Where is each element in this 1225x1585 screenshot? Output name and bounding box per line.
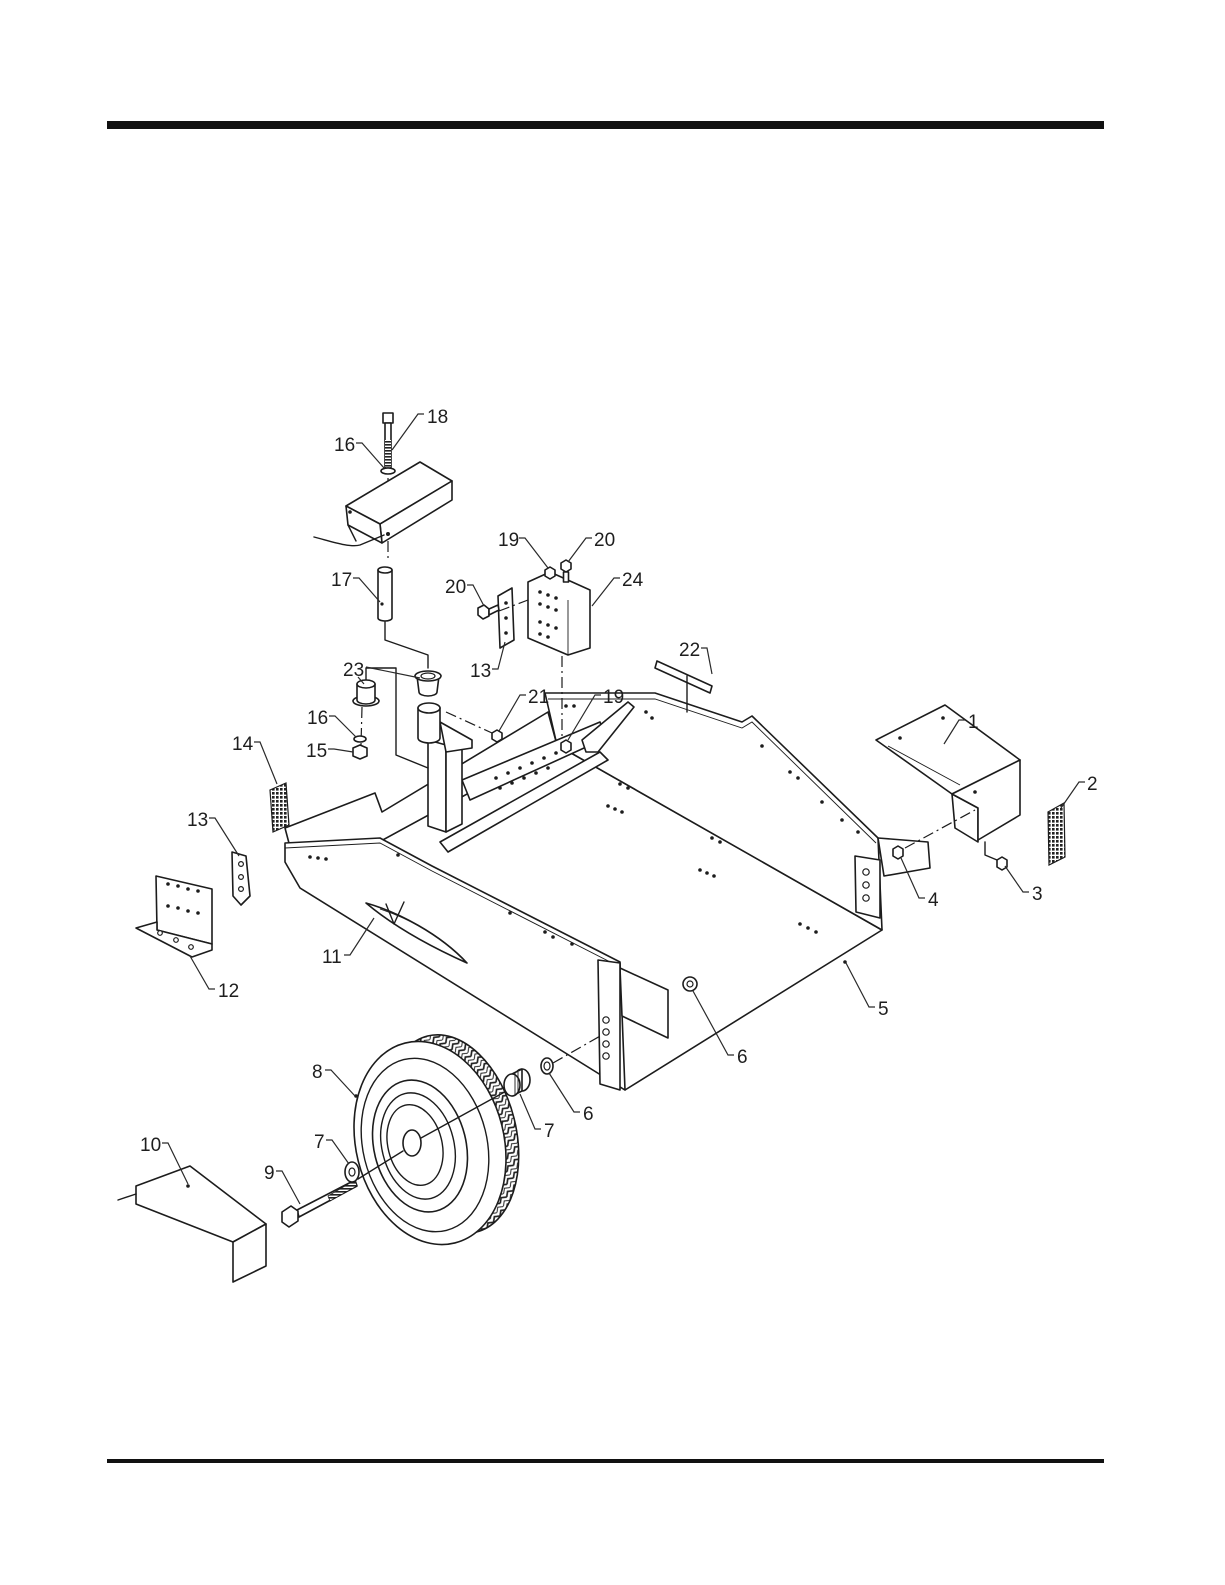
callout-17: 17 [331, 570, 352, 591]
callout-10: 10 [140, 1135, 161, 1156]
nut-21 [492, 730, 502, 742]
axle-nut-upper [683, 977, 697, 991]
pin-17 [378, 567, 392, 621]
callout-6-lower: 6 [583, 1104, 594, 1125]
plate-13-upper [498, 588, 514, 648]
washer-7 [345, 1162, 359, 1182]
callout-21: 21 [528, 687, 549, 708]
callout-6-upper: 6 [737, 1047, 748, 1068]
callout-3: 3 [1032, 884, 1043, 905]
callout-13-upper: 13 [470, 661, 491, 682]
callout-8: 8 [312, 1062, 323, 1083]
bolt-18 [383, 413, 393, 468]
reflector-14 [270, 783, 289, 832]
top-rule [107, 121, 1104, 129]
callout-15: 15 [306, 741, 327, 762]
screw-3 [997, 857, 1007, 870]
callout-12: 12 [218, 981, 239, 1002]
callout-11: 11 [322, 947, 342, 968]
callout-18: 18 [427, 407, 448, 428]
callout-13-left: 13 [187, 810, 208, 831]
bearing-6 [541, 1058, 553, 1074]
callout-7-left: 7 [314, 1132, 325, 1153]
callout-1: 1 [968, 712, 979, 733]
washer-16-top [381, 468, 395, 474]
callout-2: 2 [1087, 774, 1098, 795]
reflector-2 [1048, 803, 1065, 865]
bushing-23-upper [415, 671, 441, 696]
callout-20-left: 20 [445, 577, 466, 598]
nut-19-top [545, 567, 555, 579]
callout-20-right: 20 [594, 530, 615, 551]
hitch-cylinder-top [418, 703, 440, 713]
bottom-rule [107, 1459, 1104, 1463]
bolt-4 [893, 846, 903, 859]
bushing-23-lower [353, 680, 379, 706]
callout-16-top: 16 [334, 435, 355, 456]
callout-5: 5 [878, 999, 889, 1020]
callout-4: 4 [928, 890, 939, 911]
callout-19-lower: 19 [603, 687, 624, 708]
callout-24: 24 [622, 570, 644, 591]
callout-16-mid: 16 [307, 708, 328, 729]
right-end-plate-holes [863, 869, 869, 901]
callout-19-top: 19 [498, 530, 519, 551]
hitch-tube-front [428, 740, 446, 832]
nut-19-lower [561, 740, 571, 753]
callout-23: 23 [343, 660, 364, 681]
frame-front-right-plate [598, 960, 620, 1090]
callout-14: 14 [232, 734, 254, 755]
nut-15 [353, 745, 367, 759]
callout-7-lower: 7 [544, 1121, 555, 1142]
callout-22: 22 [679, 640, 700, 661]
callout-9: 9 [264, 1163, 275, 1184]
